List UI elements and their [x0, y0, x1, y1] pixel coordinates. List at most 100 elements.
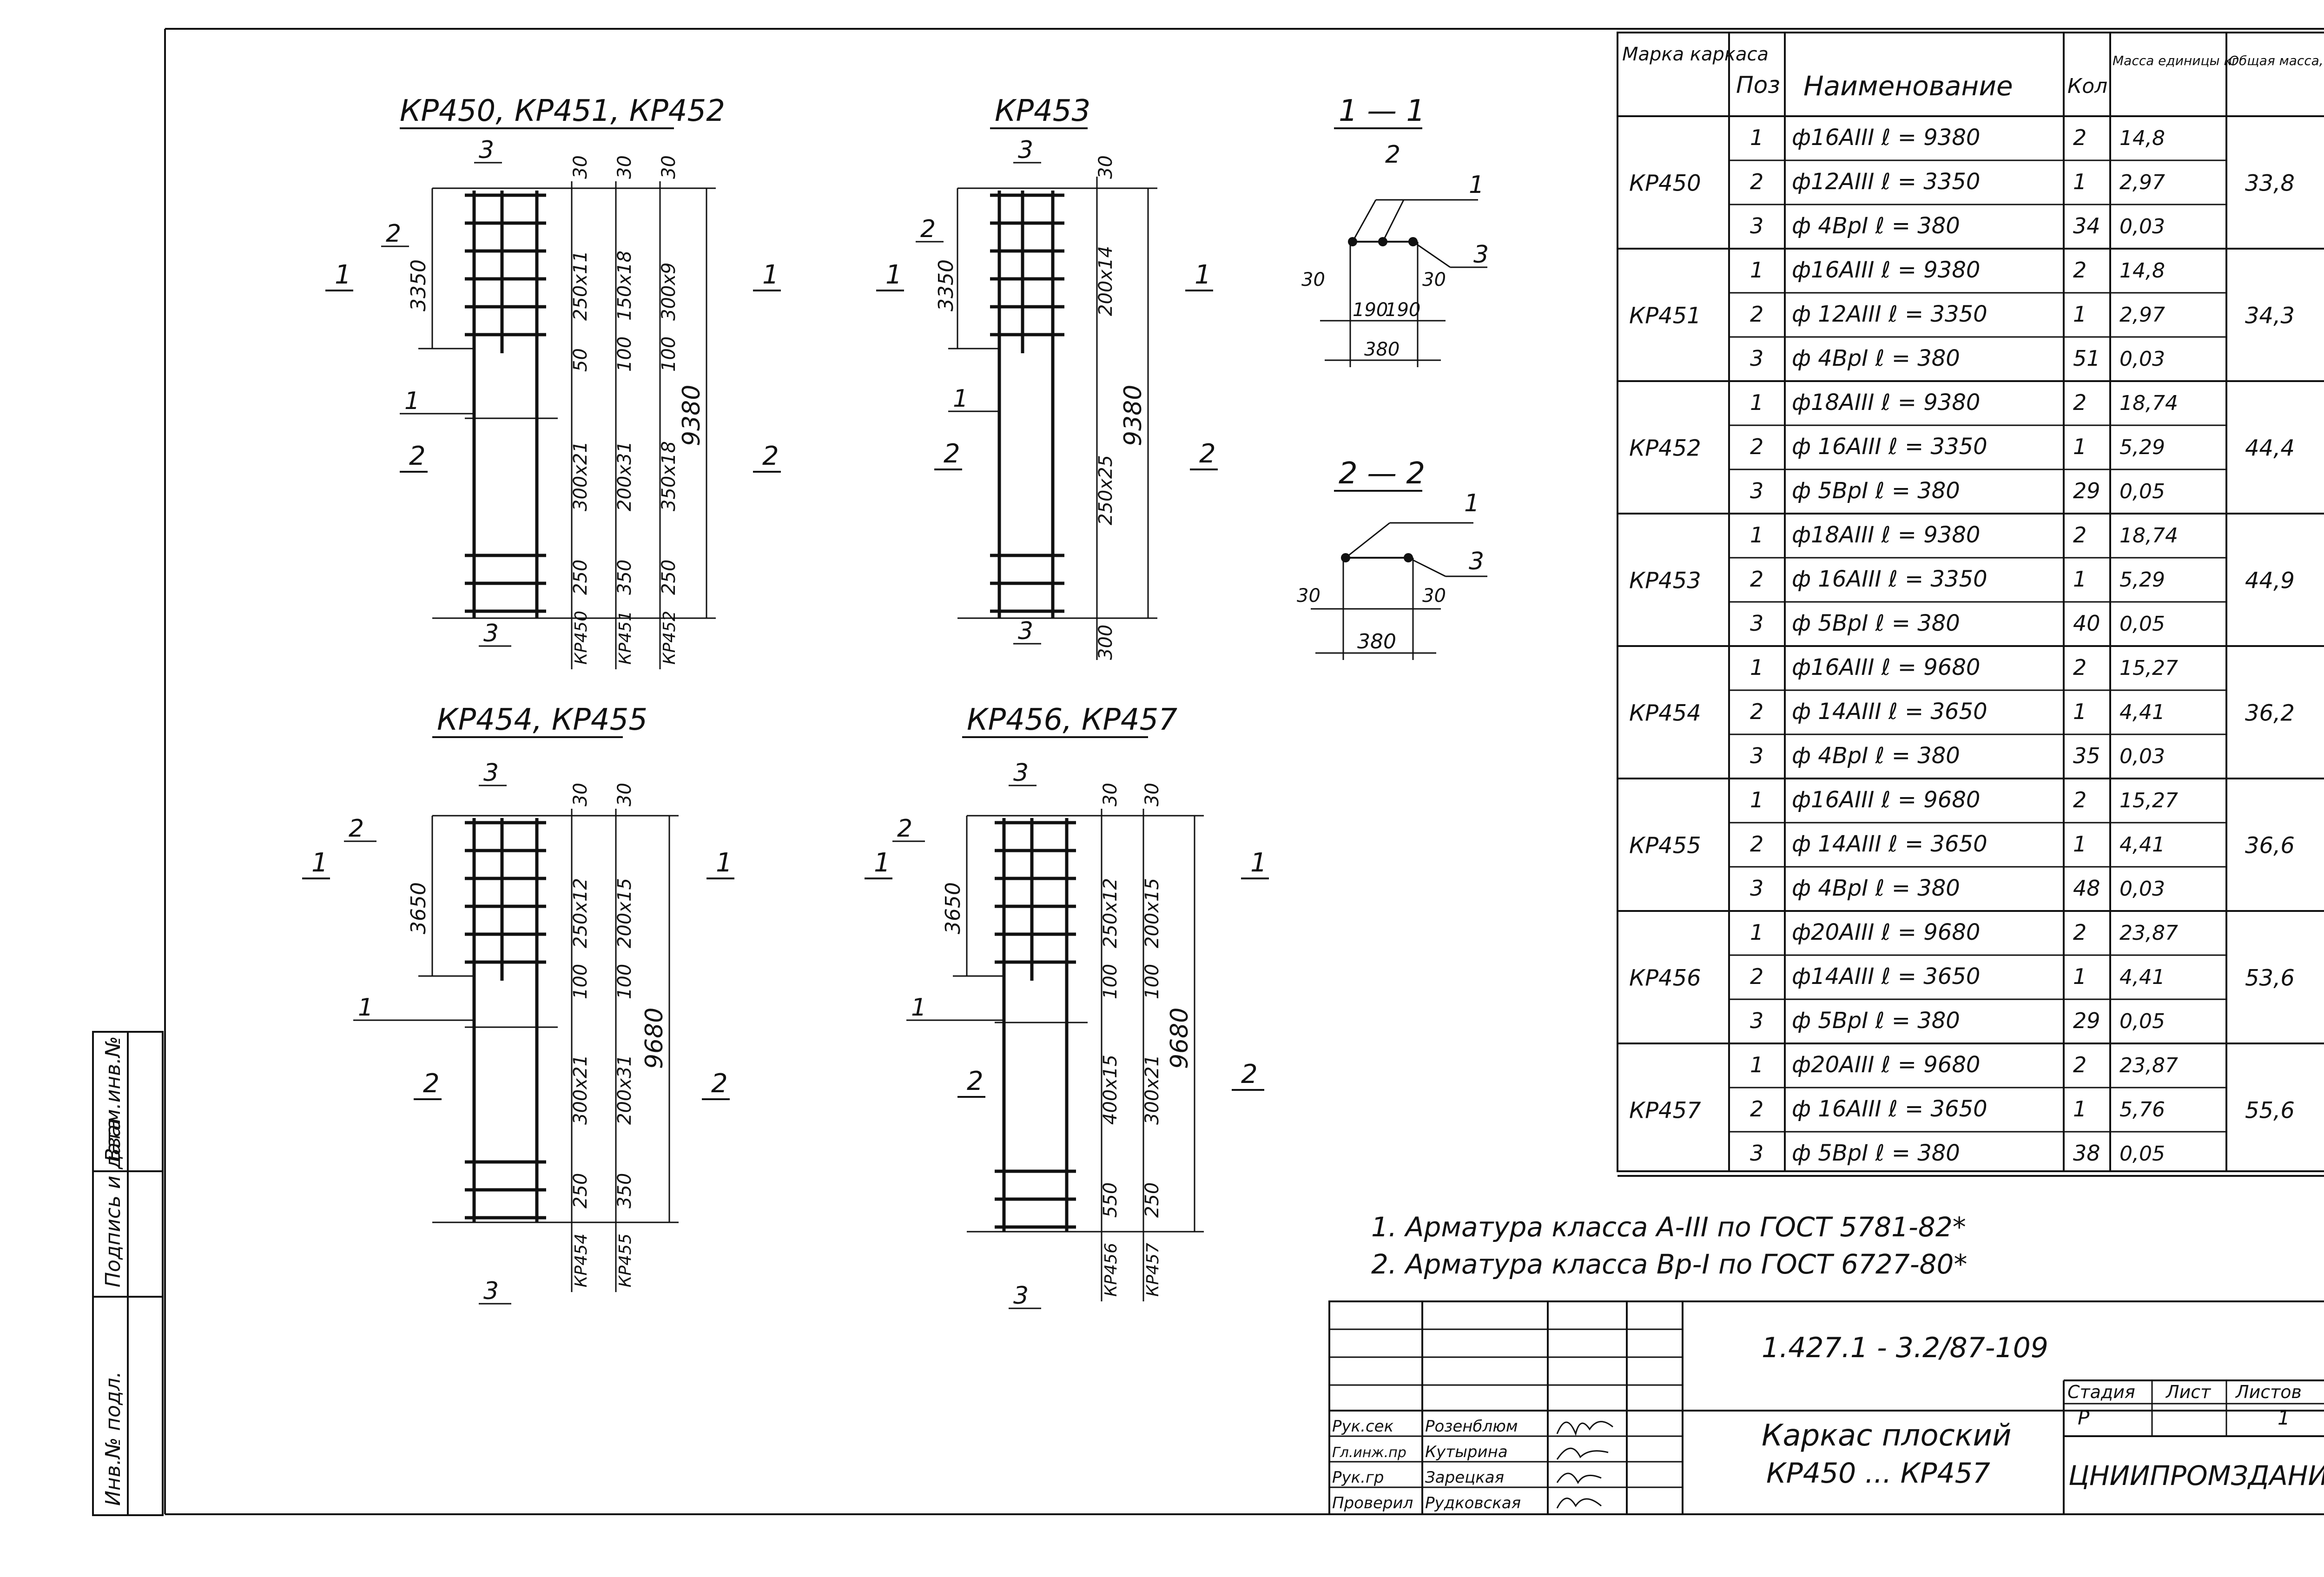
- dim-kp454-name: КР454: [572, 1234, 591, 1287]
- stamp-sheets-header: Листов: [2235, 1382, 2302, 1402]
- section-1-1-pos-1: 1: [1469, 171, 1484, 199]
- dim-kp452-end: 250: [658, 560, 680, 595]
- spec-name: ф 5ВрI ℓ = 380: [1792, 1140, 1960, 1166]
- dim-kp452-top: 30: [658, 155, 680, 179]
- section-2-2-dim-left: 30: [1297, 585, 1320, 607]
- dim-kp456-pitch2: 400x15: [1100, 1055, 1121, 1125]
- stamp-role-2: Гл.инж.пр: [1332, 1445, 1406, 1461]
- spec-unit-mass: 18,74: [2119, 524, 2178, 548]
- pos-kp456-2: 2: [897, 815, 912, 843]
- mark-kp454-1-left: 1: [311, 848, 328, 878]
- mark-kp456-2-left: 2: [967, 1066, 984, 1096]
- spec-unit-mass: 14,8: [2119, 126, 2165, 150]
- spec-qty: 2: [2073, 522, 2086, 548]
- spec-name: ф18АIII ℓ = 9380: [1792, 522, 1980, 548]
- section-2-2: 2 — 2 1 3 30 30 380: [1297, 456, 1487, 660]
- spec-mark: КР456: [1629, 965, 1701, 991]
- dim-kp457-top: 30: [1142, 783, 1163, 806]
- spec-unit-mass: 0,05: [2119, 612, 2165, 636]
- pos-kp454-1: 1: [358, 994, 373, 1022]
- drawing-kp456-title: КР456, КР457: [967, 703, 1177, 737]
- section-1-1-dim-b: 190: [1385, 299, 1420, 321]
- dim-kp456-pitch1: 250x12: [1100, 878, 1121, 948]
- side-stamp: Инв.№ подл. Подпись и дата Взам.инв.№: [92, 1031, 164, 1516]
- spec-qty: 2: [2073, 787, 2086, 812]
- pos-kp454-3-bottom: 3: [483, 1277, 499, 1305]
- spec-qty: 29: [2073, 1008, 2100, 1033]
- drawing-kp456-span-long: 9680: [1166, 1008, 1194, 1069]
- spec-name: ф 12АIII ℓ = 3350: [1792, 301, 1987, 327]
- side-stamp-inv: Инв.№ подл.: [101, 1371, 125, 1506]
- spec-qty: 1: [2073, 567, 2086, 592]
- drawing-kp456-span-short: 3650: [941, 882, 965, 934]
- spec-mark: КР457: [1629, 1098, 1701, 1124]
- spec-pos: 2: [1750, 964, 1763, 989]
- stamp-name-1: Розенблюм: [1425, 1417, 1518, 1436]
- spec-name: ф16АIII ℓ = 9380: [1792, 257, 1980, 283]
- dim-kp451-top: 30: [614, 155, 635, 179]
- dim-kp457-end: 250: [1142, 1182, 1163, 1218]
- stamp-role-4: Проверил: [1332, 1494, 1413, 1512]
- mark-kp454-1-right: 1: [716, 848, 733, 878]
- section-1-1-title: 1 — 1: [1339, 94, 1425, 128]
- drawing-kp454-span-short: 3650: [407, 882, 430, 934]
- spec-pos: 2: [1750, 434, 1763, 459]
- side-stamp-sign: Подпись и дата: [101, 1118, 125, 1287]
- section-2-2-dim-total: 380: [1357, 630, 1396, 653]
- dim-kp452-mid: 100: [658, 337, 680, 372]
- spec-unit-mass: 23,87: [2119, 1054, 2178, 1077]
- spec-unit-mass: 0,05: [2119, 1010, 2165, 1033]
- mark-kp456-1-right: 1: [1250, 848, 1267, 878]
- spec-qty: 34: [2073, 213, 2100, 238]
- stamp-org: ЦНИИПРОМЗДАНИЙ: [2068, 1459, 2324, 1491]
- pos-kp456-3-bottom: 3: [1013, 1282, 1029, 1310]
- dim-kp454-pitch1: 250x12: [570, 878, 591, 948]
- spec-qty: 1: [2073, 831, 2086, 857]
- spec-total-mass: 36,6: [2245, 833, 2295, 859]
- spec-name: ф20АIII ℓ = 9680: [1792, 1052, 1980, 1078]
- spec-unit-mass: 2,97: [2119, 171, 2165, 194]
- spec-name: ф 4ВрI ℓ = 380: [1792, 875, 1960, 901]
- pos-kp450-3-bottom: 3: [483, 620, 499, 647]
- dim-kp450-mid: 50: [570, 348, 591, 372]
- dim-kp457-mid: 100: [1142, 964, 1163, 999]
- spec-header-pos: Поз: [1736, 72, 1780, 99]
- dim-kp457-pitch1: 200x15: [1142, 878, 1163, 948]
- spec-unit-mass: 0,03: [2119, 215, 2165, 238]
- spec-qty: 51: [2073, 346, 2100, 371]
- spec-pos: 1: [1750, 787, 1763, 812]
- dim-kp453-top: 30: [1095, 155, 1116, 179]
- spec-header-mark: Марка каркаса: [1622, 44, 1769, 65]
- spec-name: ф 4ВрI ℓ = 380: [1792, 743, 1960, 769]
- spec-unit-mass: 14,8: [2119, 259, 2165, 283]
- drawing-kp454: КР454, КР455 3650 9680 30 250x12 100 300…: [302, 703, 734, 1305]
- drawing-kp454-title: КР454, КР455: [437, 703, 647, 737]
- spec-qty: 1: [2073, 964, 2086, 989]
- spec-table: Марка каркаса Поз Наименование Кол Масса…: [1617, 32, 2324, 1177]
- dim-kp453-end: 300: [1095, 625, 1116, 660]
- dim-kp451-pitch2: 200x31: [614, 441, 635, 511]
- spec-qty: 1: [2073, 169, 2086, 194]
- mark-kp450-2-left: 2: [409, 441, 426, 471]
- section-2-2-pos-3: 3: [1469, 548, 1484, 575]
- dim-kp454-top: 30: [570, 783, 591, 806]
- dim-kp455-pitch2: 200x31: [614, 1055, 635, 1125]
- spec-pos: 2: [1750, 1096, 1763, 1122]
- spec-pos: 3: [1750, 1141, 1763, 1166]
- pos-kp450-2: 2: [386, 220, 401, 248]
- dim-kp457-name: КР457: [1143, 1243, 1162, 1297]
- stamp-title-1: Каркас плоский: [1762, 1419, 2012, 1453]
- spec-unit-mass: 4,41: [2119, 833, 2165, 857]
- pos-kp453-2: 2: [920, 215, 936, 243]
- spec-mark: КР451: [1629, 303, 1701, 329]
- dim-kp450-pitch2: 300x21: [570, 441, 591, 511]
- spec-qty: 1: [2073, 699, 2086, 724]
- pos-kp456-3-top: 3: [1013, 759, 1029, 787]
- spec-name: ф 4ВрI ℓ = 380: [1792, 345, 1960, 371]
- spec-mark: КР454: [1629, 700, 1701, 726]
- dim-kp451-end: 350: [614, 560, 635, 595]
- note-2: 2. Арматура класса Вр-I по ГОСТ 6727-80*: [1371, 1248, 1967, 1280]
- dim-kp455-pitch1: 200x15: [614, 878, 635, 948]
- notes: 1. Арматура класса А-III по ГОСТ 5781-82…: [1371, 1211, 1967, 1280]
